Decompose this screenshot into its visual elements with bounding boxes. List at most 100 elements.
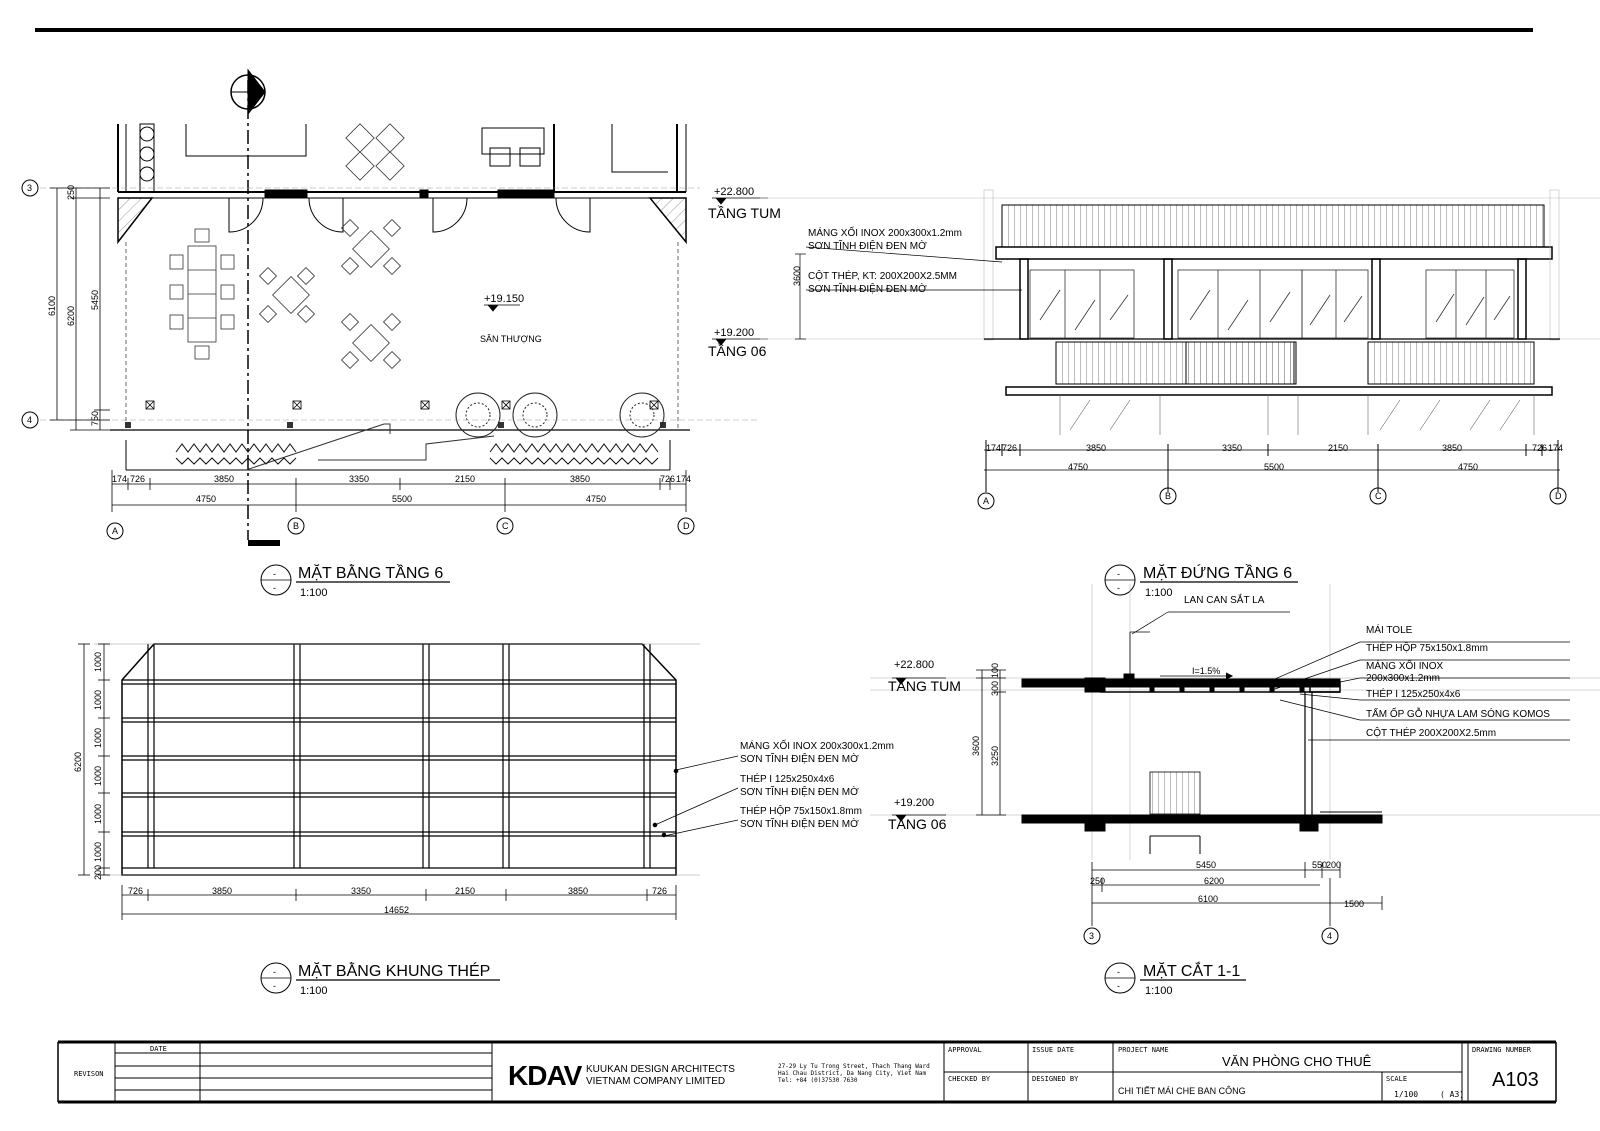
tb-addr-l3: Tel: +84 (0)37530 7630	[778, 1077, 858, 1084]
frame-dim-total-h: 14652	[384, 905, 409, 915]
section-note-cot-thep: CỘT THÉP 200X200X2.5mm	[1366, 726, 1496, 739]
plan-dim-4750a: 4750	[196, 494, 216, 504]
elev-dim-5500: 5500	[1264, 462, 1284, 472]
frame-scale: 1:100	[300, 985, 328, 997]
section-title-block	[1104, 962, 1246, 994]
elev-dim-174b: 174	[1548, 443, 1563, 453]
plan-dim-174b: 174	[676, 474, 691, 484]
plan-dim-3350: 3350	[349, 474, 369, 484]
terrace-elev-marker	[484, 304, 520, 312]
frame-dim-v4: 1000	[93, 766, 103, 786]
elev-dim-2150: 2150	[1328, 443, 1348, 453]
section-dim-250: 250	[1090, 876, 1105, 886]
section-bubble-top: -	[1117, 967, 1120, 977]
section-note-mang-xoi-size: 200x300x1.2mm	[1366, 673, 1440, 684]
tb-drawing-title: CHI TIẾT MÁI CHE BAN CÔNG	[1118, 1086, 1246, 1096]
terrace-elevation: +19.150	[484, 293, 524, 305]
tb-scale-label: SCALE	[1386, 1075, 1407, 1083]
terrace-label: SÂN THƯỢNG	[480, 334, 542, 344]
frame-dim-h6: 726	[652, 886, 667, 896]
plan-title: MẶT BẰNG TẦNG 6	[298, 563, 443, 582]
section-bubble-bottom: -	[1117, 981, 1120, 991]
tb-drawing-number-label: DRAWING NUMBER	[1472, 1046, 1532, 1054]
plan-dim-5500: 5500	[392, 494, 412, 504]
elevation-title-block	[1104, 564, 1298, 596]
tb-revision: REVISON	[74, 1070, 104, 1078]
frame-dim-h3: 3350	[351, 886, 371, 896]
elev-note1-l2: SƠN TĨNH ĐIỆN ĐEN MỜ	[808, 239, 927, 252]
frame-dim-v1: 1000	[93, 652, 103, 672]
frame-note1-l2: SƠN TĨNH ĐIỆN ĐEN MỜ	[740, 752, 859, 765]
plan-axis-4: 4	[27, 415, 32, 425]
section-dim-550: 550	[1312, 860, 1327, 870]
elev-axis-d: D	[1555, 491, 1562, 501]
level-tum-elev: +22.800	[714, 186, 754, 198]
frame-dim-h4: 2150	[455, 886, 475, 896]
section-mark-number: 1	[246, 93, 258, 99]
tb-checked-by: CHECKED BY	[948, 1075, 991, 1083]
title-block-frame	[57, 1040, 1557, 1104]
frame-note1-l1: MÁNG XỐI INOX 200x300x1.2mm	[740, 738, 894, 752]
tb-addr-l2: Hai Chau District, Da Nang City, Viet Na…	[778, 1070, 926, 1077]
frame-dim-total-v: 6200	[73, 752, 83, 772]
section-dim-6200: 6200	[1204, 876, 1224, 886]
tb-addr-l1: 27-29 Ly Tu Trong Street, Thach Thang Wa…	[778, 1063, 930, 1070]
tb-approval: APPROVAL	[948, 1046, 982, 1054]
elev-dim-3350: 3350	[1222, 443, 1242, 453]
frame-note2-l2: SƠN TĨNH ĐIỆN ĐEN MỜ	[740, 785, 859, 798]
section-view	[870, 584, 1600, 945]
frame-title-block	[260, 962, 500, 994]
section-note-mai-tole: MÁI TOLE	[1366, 623, 1413, 636]
section-note-thep-i: THÉP I 125x250x4x6	[1366, 687, 1461, 700]
plan-bubble-bottom: -	[273, 583, 276, 593]
frame-note3-l2: SƠN TĨNH ĐIỆN ĐEN MỜ	[740, 817, 859, 830]
plan-dim-5450: 5450	[90, 290, 100, 310]
section-dim-3250: 3250	[990, 746, 1000, 766]
elev-dim-726a: 726	[1002, 443, 1017, 453]
frame-dim-h2: 3850	[212, 886, 232, 896]
section-dim-5450: 5450	[1196, 860, 1216, 870]
plan-dim-174a: 174	[112, 474, 127, 484]
plan-dim-726a: 726	[130, 474, 145, 484]
plan-dim-6200: 6200	[66, 306, 76, 326]
level-f6-name: TẦNG 06	[708, 343, 767, 359]
elevation-title: MẶT ĐỨNG TẦNG 6	[1143, 563, 1292, 582]
section-dim-100: 100	[990, 663, 1000, 678]
elev-bubble-bottom: -	[1117, 583, 1120, 593]
elev-dim-4750b: 4750	[1458, 462, 1478, 472]
plan-scale: 1:100	[300, 587, 328, 599]
frame-bubble-top: -	[273, 967, 276, 977]
tb-issue-date: ISSUE DATE	[1032, 1046, 1074, 1054]
tb-designed-by: DESIGNED BY	[1032, 1075, 1079, 1083]
frame-dim-v7: 200	[93, 865, 103, 880]
section-dim-6100: 6100	[1198, 894, 1218, 904]
elev-dim-174a: 174	[986, 443, 1001, 453]
frame-dim-h1: 726	[128, 886, 143, 896]
section-dim-1500: 1500	[1344, 899, 1364, 909]
frame-note2-l1: THÉP I 125x250x4x6	[740, 772, 835, 785]
section-note-thep-hop: THÉP HỘP 75x150x1.8mm	[1366, 641, 1488, 654]
plan-axis-d: D	[683, 521, 690, 531]
elevation-scale: 1:100	[1145, 587, 1173, 599]
plan-dim-250: 250	[66, 185, 76, 200]
elev-axis-a: A	[983, 496, 989, 506]
frame-dim-v5: 1000	[93, 804, 103, 824]
plan-dim-3850b: 3850	[570, 474, 590, 484]
floor-plan	[40, 68, 760, 546]
plan-bubble-top: -	[273, 569, 276, 579]
plan-dim-6100: 6100	[47, 296, 57, 316]
plan-axis-b: B	[293, 521, 299, 531]
elev-note1-l1: MÁNG XỐI INOX 200x300x1.2mm	[808, 225, 962, 239]
plan-dim-726b: 726	[660, 474, 675, 484]
elev-dim-726b: 726	[1532, 443, 1547, 453]
tb-company-l1: KUUKAN DESIGN ARCHITECTS	[586, 1064, 735, 1075]
frame-dim-v2: 1000	[93, 690, 103, 710]
tb-date: DATE	[150, 1045, 167, 1053]
frame-note3-l1: THÉP HỘP 75x150x1.8mm	[740, 804, 862, 817]
plan-axis-a: A	[112, 526, 118, 536]
plan-dimensions	[50, 187, 687, 512]
frame-title: MẶT BẰNG KHUNG THÉP	[298, 961, 490, 980]
tb-logo: KDAV	[508, 1060, 583, 1091]
elev-axis-b: B	[1165, 491, 1171, 501]
